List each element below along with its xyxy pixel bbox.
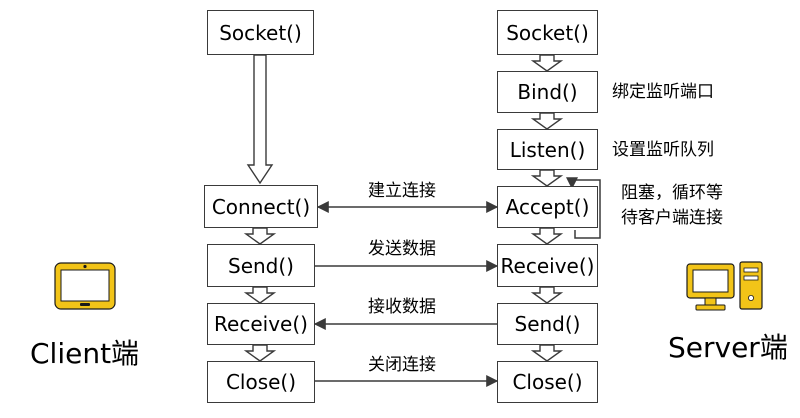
flow-arrow-client-socket-connect [246,54,274,185]
flow-arrow-server-receive-send [530,286,564,304]
client-label: Client端 [30,337,140,370]
flow-arrow-server-socket-bind [530,54,564,72]
note-listen: 设置监听队列 [612,140,714,160]
client-connect-box: Connect() [204,185,318,228]
label-connect: 建立连接 [368,181,436,201]
client-close-box: Close() [207,361,315,403]
server-listen-box: Listen() [497,129,598,170]
note-accept-line2: 待客户端连接 [621,208,723,228]
flow-arrow-server-bind-listen [530,112,564,130]
accept-loop-arrow [566,177,601,239]
flow-arrow-client-receive-close [243,344,277,362]
note-accept-line1: 阻塞，循环等 [621,183,723,203]
server-bind-box: Bind() [497,71,598,113]
flow-arrow-server-accept-receive [530,227,564,245]
client-receive-box: Receive() [207,303,315,345]
client-socket-box: Socket() [207,10,314,55]
server-close-box: Close() [497,361,598,403]
server-send-box: Send() [497,303,598,345]
label-send: 发送数据 [368,239,436,259]
flow-arrow-client-send-receive [243,286,277,304]
label-receive: 接收数据 [368,297,436,317]
server-label: Server端 [668,331,788,364]
client-send-box: Send() [207,244,315,287]
flow-arrow-server-send-close [530,344,564,362]
server-socket-box: Socket() [497,10,598,55]
note-bind: 绑定监听端口 [612,82,714,102]
server-receive-box: Receive() [497,244,598,287]
flow-arrow-client-connect-send [243,227,277,245]
server-accept-box: Accept() [497,186,598,228]
label-close: 关闭连接 [368,355,436,375]
flow-arrow-server-listen-accept [530,169,564,187]
